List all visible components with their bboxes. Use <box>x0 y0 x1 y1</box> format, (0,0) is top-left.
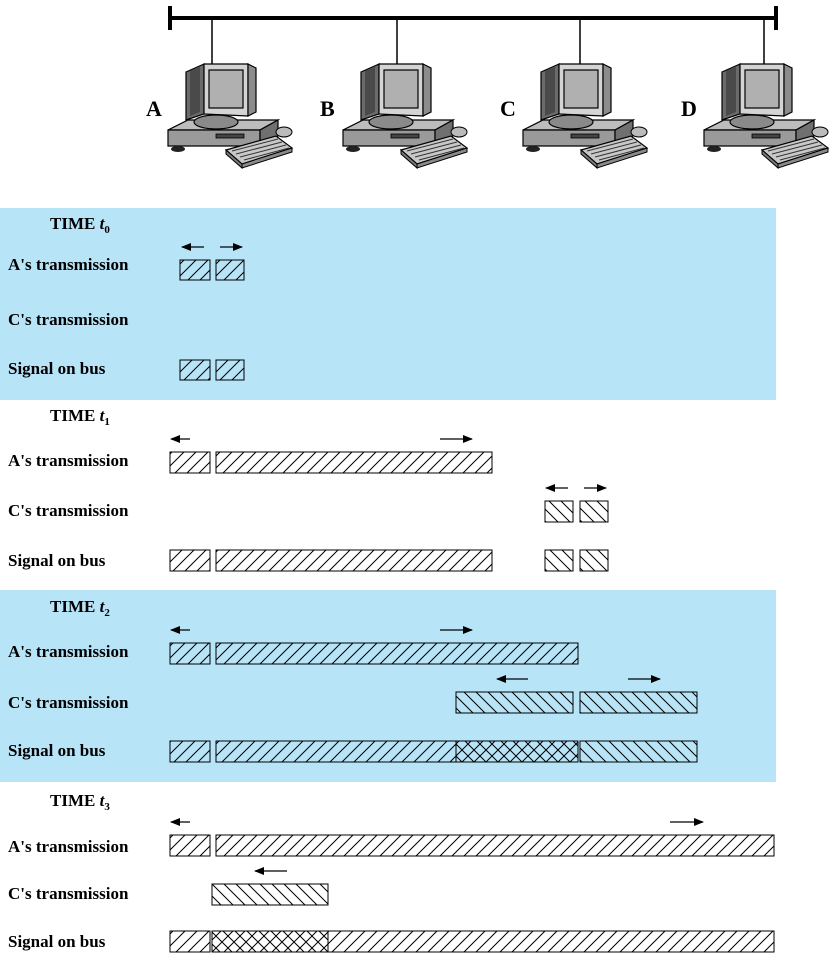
host-c: C <box>500 18 648 169</box>
panel-time-t2: TIME t2 A's transmission C's transmissio… <box>0 590 776 782</box>
row-label-c-transmission: C's transmission <box>8 310 129 329</box>
bus-signal-a-right <box>215 549 493 572</box>
a-transmission-right-segment <box>215 451 493 474</box>
time-label: TIME t1 <box>50 406 110 428</box>
row-label-a-transmission: A's transmission <box>8 837 129 856</box>
time-label: TIME t2 <box>50 597 110 619</box>
network-bus <box>168 6 778 30</box>
c-transmission-left-segment <box>455 691 574 714</box>
panel-time-t0: TIME t0 A's transmission C's transmissio… <box>0 208 776 400</box>
panel-time-t1: TIME t1 A's transmission C's transmissio… <box>8 406 609 572</box>
host-b: B <box>320 18 468 169</box>
row-label-a-transmission: A's transmission <box>8 255 129 274</box>
a-transmission-left-segment <box>179 259 211 281</box>
a-transmission-left-segment <box>169 834 211 857</box>
c-transmission-left-segment <box>544 500 574 523</box>
row-label-signal-on-bus: Signal on bus <box>8 741 106 760</box>
c-transmission-right-segment <box>579 500 609 523</box>
a-transmission-left-segment <box>169 642 211 665</box>
panel-background <box>0 208 776 400</box>
row-label-c-transmission: C's transmission <box>8 501 129 520</box>
row-label-c-transmission: C's transmission <box>8 884 129 903</box>
host-b-label: B <box>320 96 335 121</box>
bus-signal-c-right <box>579 740 698 763</box>
a-transmission-right-segment <box>215 834 775 857</box>
bus-signal-a-left <box>169 549 211 572</box>
host-a-label: A <box>146 96 162 121</box>
host-d: D <box>681 18 829 169</box>
host-a: A <box>146 18 293 169</box>
time-label: TIME t0 <box>50 214 110 236</box>
bus-signal-collision <box>455 740 579 763</box>
bus-signal-a-right <box>215 740 457 763</box>
a-transmission-left-segment <box>169 451 211 474</box>
row-label-signal-on-bus: Signal on bus <box>8 359 106 378</box>
bus-signal-a-left <box>169 930 211 953</box>
c-transmission-left-segment <box>211 883 329 906</box>
host-d-label: D <box>681 96 697 121</box>
row-label-signal-on-bus: Signal on bus <box>8 932 106 951</box>
row-label-a-transmission: A's transmission <box>8 642 129 661</box>
bus-signal-a-right <box>327 930 775 953</box>
bus-signal-a-left <box>179 359 211 381</box>
bus-signal-c-right <box>579 549 609 572</box>
bus-signal-a-right <box>215 359 245 381</box>
panel-time-t3: TIME t3 A's transmission C's transmissio… <box>8 791 775 953</box>
row-label-a-transmission: A's transmission <box>8 451 129 470</box>
a-transmission-right-segment <box>215 259 245 281</box>
time-label: TIME t3 <box>50 791 110 813</box>
host-c-label: C <box>500 96 516 121</box>
bus-signal-c-left <box>544 549 574 572</box>
row-label-signal-on-bus: Signal on bus <box>8 551 106 570</box>
bus-signal-a-left <box>169 740 211 763</box>
c-transmission-right-segment <box>579 691 698 714</box>
bus-signal-collision <box>211 930 329 953</box>
a-transmission-right-segment <box>215 642 579 665</box>
row-label-c-transmission: C's transmission <box>8 693 129 712</box>
